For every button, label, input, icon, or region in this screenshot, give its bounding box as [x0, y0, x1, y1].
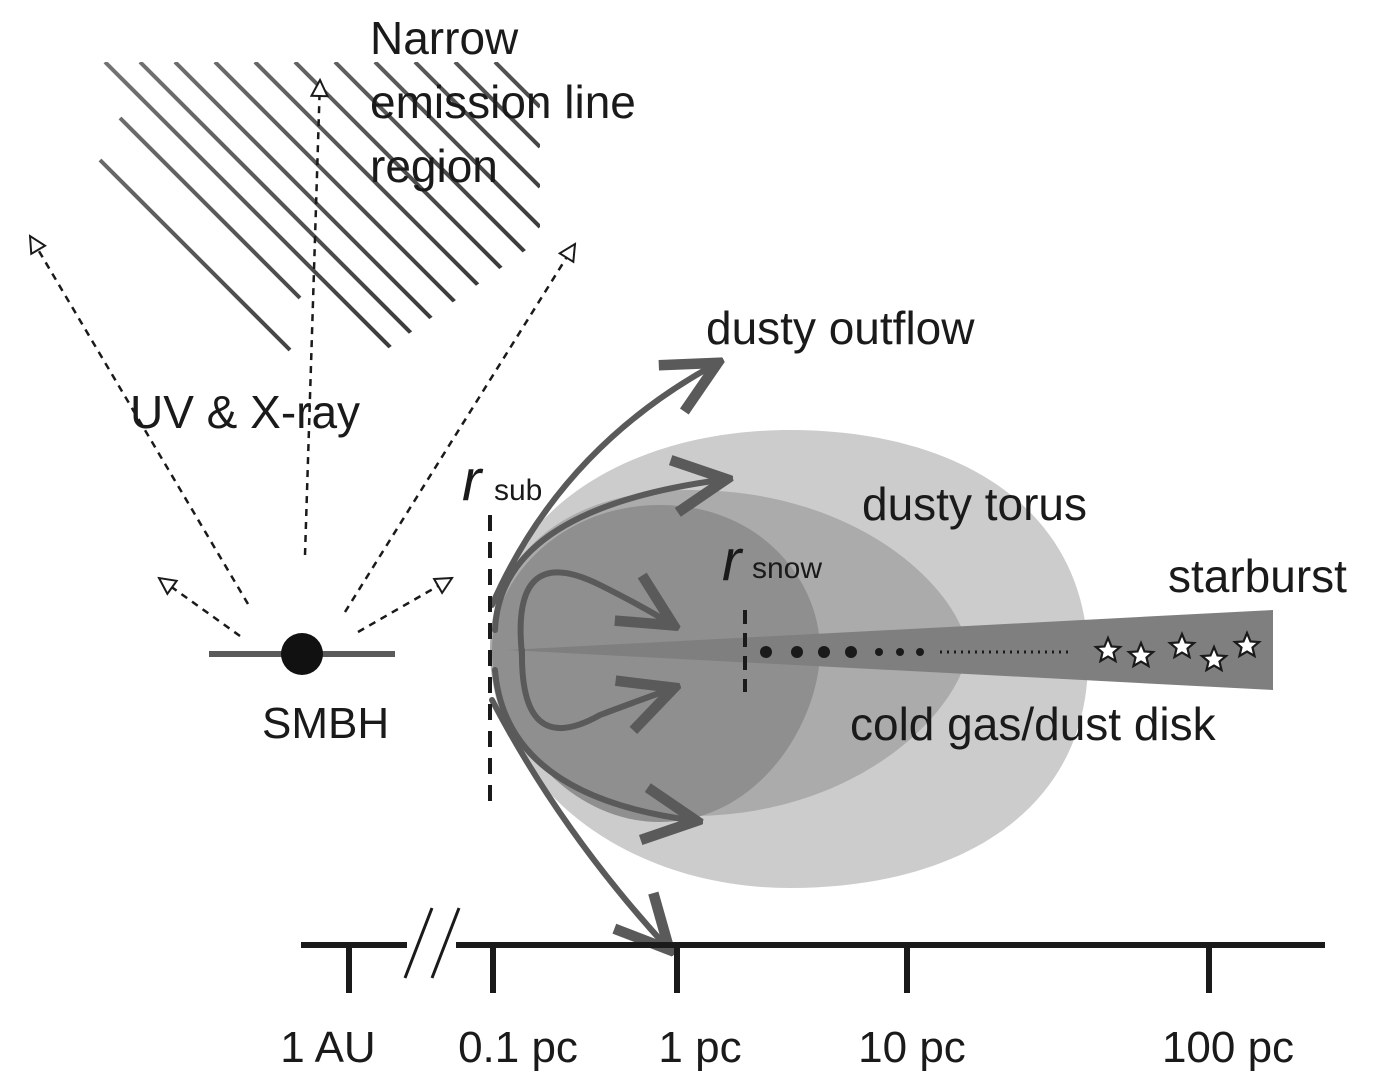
uv-arrow-lower-right: [357, 578, 452, 634]
outflow-arrows: [489, 366, 720, 945]
uv-arrow-vertical: [303, 80, 320, 556]
uv-xray-arrows: [30, 80, 575, 638]
dusty-outflow-label: dusty outflow: [706, 302, 975, 354]
axis-tick-labels: 1 AU 0.1 pc 1 pc 10 pc 100 pc: [280, 1023, 1294, 1072]
tick-label-100pc: 100 pc: [1162, 1023, 1294, 1072]
inner-arrow-lower: [518, 647, 668, 728]
starburst-stars: [1093, 630, 1262, 673]
black-hole-dot: [281, 633, 323, 675]
uv-arrow-left: [30, 236, 250, 605]
nlr-label-line3: region: [370, 140, 498, 192]
r-sub-symbol: r: [462, 448, 484, 513]
outflow-arrow-upper: [489, 366, 712, 608]
outflow-arrow-lower: [489, 697, 665, 945]
tick-label-1pc: 1 pc: [658, 1023, 741, 1072]
cold-disk-label: cold gas/dust disk: [850, 698, 1217, 750]
starburst-label: starburst: [1168, 550, 1347, 602]
smbh-label: SMBH: [262, 699, 389, 748]
r-snow-subscript: snow: [752, 552, 822, 585]
r-snow-symbol: r: [722, 528, 744, 593]
r-sub-subscript: sub: [494, 474, 542, 507]
uv-xray-label: UV & X-ray: [130, 386, 360, 438]
scale-axis: [301, 942, 1325, 993]
smbh: [209, 633, 395, 675]
star-icon: [1126, 640, 1156, 669]
torus-inner-ellipse: [492, 505, 820, 822]
axis-break-marker: [403, 907, 461, 979]
star-icon: [1199, 644, 1229, 673]
star-icon: [1167, 631, 1197, 660]
tick-label-0.1pc: 0.1 pc: [458, 1023, 578, 1072]
star-icon: [1093, 635, 1123, 664]
tick-label-1au: 1 AU: [280, 1023, 375, 1072]
dusty-torus-label: dusty torus: [862, 478, 1087, 530]
cold-disk-wedge: [508, 610, 1273, 690]
torus-arrow-upper: [492, 480, 720, 633]
disk-dots: [760, 646, 1070, 658]
star-icon: [1232, 630, 1262, 659]
inner-arrow-upper: [517, 569, 668, 658]
torus-arrow-lower: [492, 667, 690, 820]
uv-arrow-lower-left: [159, 578, 241, 638]
tick-label-10pc: 10 pc: [858, 1023, 966, 1072]
nlr-label-line1: Narrow: [370, 12, 519, 64]
nlr-label-line2: emission line: [370, 76, 636, 128]
